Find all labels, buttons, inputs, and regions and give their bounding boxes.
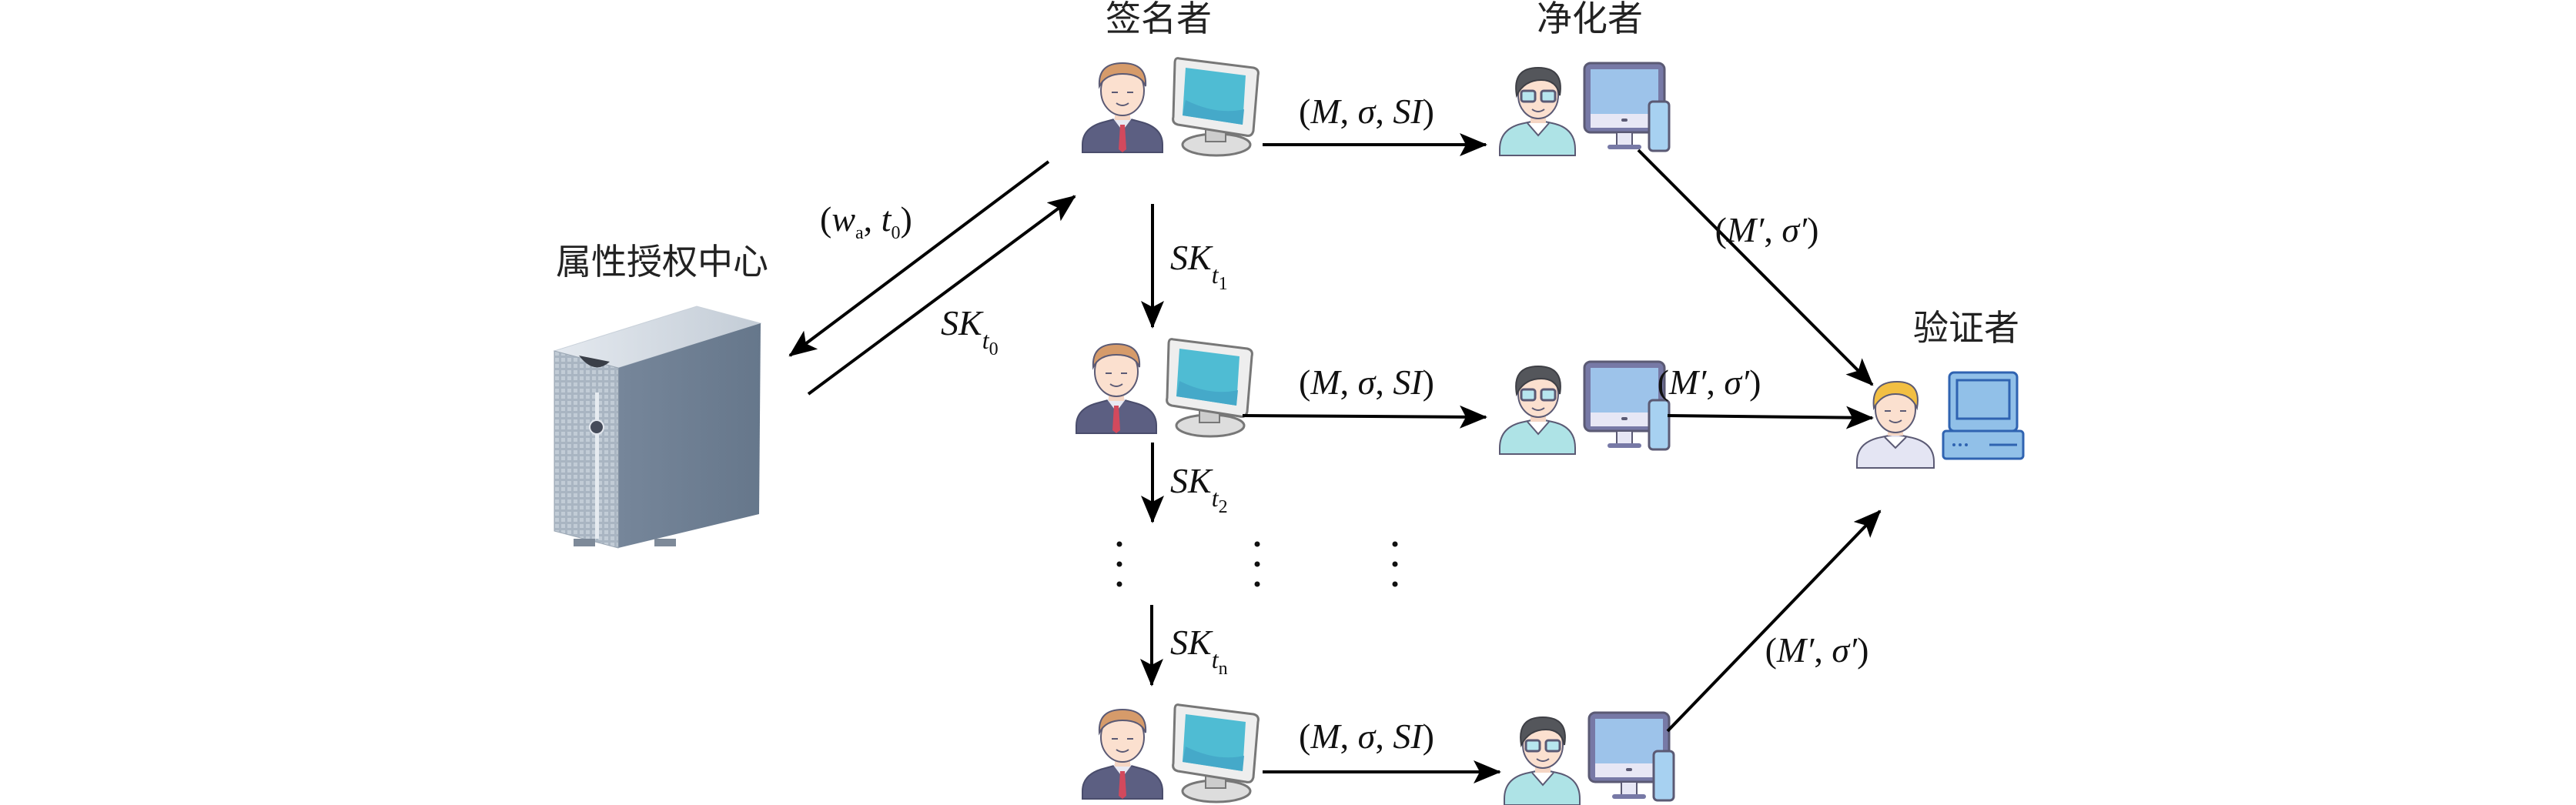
key-label-t1: SKt1 xyxy=(1170,238,1228,294)
sanitizer-icon-n xyxy=(1503,711,1675,805)
ellipsis-sanitizers xyxy=(1392,541,1398,587)
arrow-sanitized-msg-1 xyxy=(1637,149,1874,386)
key-label-t2: SKt2 xyxy=(1170,461,1228,517)
verifier-title: 验证者 xyxy=(1913,307,2019,349)
signed-msg-label-1: (M, σ, SI) xyxy=(1299,92,1434,131)
sanitized-msg-label-n: (M′, σ′) xyxy=(1765,630,1869,670)
sanitizer-title: 净化者 xyxy=(1537,0,1643,39)
sanitized-msg-label-1: (M′, σ′) xyxy=(1715,210,1819,249)
signer-icon-n xyxy=(1081,703,1260,803)
arrow-request-to-authority xyxy=(788,160,1050,357)
ellipsis-signers xyxy=(1116,541,1122,587)
key-label-tn: SKtn xyxy=(1170,623,1228,679)
sanitizer-icon-1 xyxy=(1498,62,1671,157)
arrow-key-to-signer xyxy=(807,195,1076,396)
signed-msg-label-n: (M, σ, SI) xyxy=(1299,716,1434,756)
server-tower-icon xyxy=(553,306,762,549)
ellipsis-messages xyxy=(1254,541,1260,587)
sanitizer-icon-2 xyxy=(1498,360,1671,456)
signer-icon-1 xyxy=(1081,57,1260,157)
verifier-icon xyxy=(1855,371,2025,469)
request-label: (wa, t0) xyxy=(820,199,912,243)
signer-icon-2 xyxy=(1075,338,1253,438)
signed-msg-label-2: (M, σ, SI) xyxy=(1299,362,1434,402)
sanitized-msg-label-2: (M′, σ′) xyxy=(1658,362,1761,402)
arrow-sanitized-msg-n xyxy=(1666,509,1882,733)
signer-title: 签名者 xyxy=(1106,0,1212,39)
arrow-sanitized-msg-2 xyxy=(1667,406,1874,429)
arrow-signed-msg-2 xyxy=(1242,405,1487,429)
authority-title: 属性授权中心 xyxy=(556,241,768,282)
key-label-t0: SKt0 xyxy=(941,303,999,359)
